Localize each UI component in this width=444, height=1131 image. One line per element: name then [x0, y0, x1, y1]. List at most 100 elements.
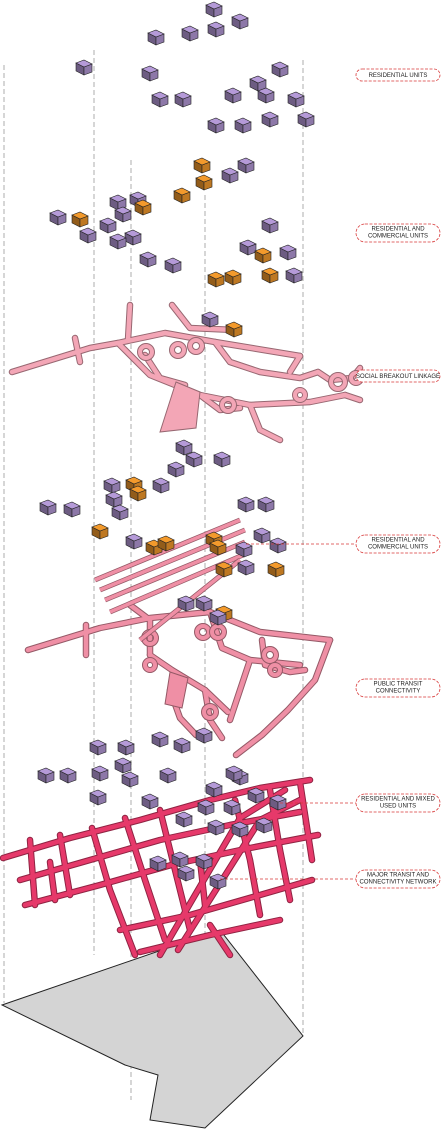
unit-top	[134, 199, 152, 208]
unit-block	[253, 527, 271, 544]
unit-top	[193, 157, 211, 166]
unit-block	[257, 87, 275, 104]
unit-block	[71, 211, 89, 228]
unit-top	[195, 853, 213, 862]
network-plaza	[164, 671, 189, 709]
unit-top	[105, 491, 123, 500]
unit-block	[224, 269, 242, 286]
unit-block	[129, 485, 147, 502]
unit-top	[175, 439, 193, 448]
unit-top	[167, 461, 185, 470]
label-line: CONNECTIVITY	[376, 689, 421, 695]
unit-block	[261, 217, 279, 234]
label-line: USED UNITS	[380, 804, 416, 810]
unit-top	[287, 91, 305, 100]
label-line: COMMERCIAL UNITS	[368, 234, 428, 240]
label-pill	[355, 369, 441, 383]
unit-block	[234, 117, 252, 134]
unit-block	[89, 789, 107, 806]
unit-block	[114, 757, 132, 774]
unit-top	[285, 267, 303, 276]
unit-top	[103, 477, 121, 486]
unit-top	[173, 187, 191, 196]
unit-block	[75, 59, 93, 76]
unit-block	[37, 767, 55, 784]
network-path	[147, 652, 231, 715]
unit-block	[201, 311, 219, 328]
unit-top	[201, 311, 219, 320]
unit-top	[195, 174, 213, 183]
unit-block	[207, 271, 225, 288]
label-pill	[355, 793, 441, 813]
unit-top	[157, 535, 175, 544]
unit-block	[209, 609, 227, 626]
network-loop	[143, 658, 157, 672]
network-path	[125, 302, 133, 343]
unit-top	[205, 781, 223, 790]
social-breakout-linkage-network	[8, 301, 364, 444]
unit-block	[157, 535, 175, 552]
network-path	[297, 779, 315, 863]
network-path	[267, 787, 293, 903]
unit-block	[213, 451, 231, 468]
unit-block	[221, 167, 239, 184]
unit-block	[254, 247, 272, 264]
unit-top	[124, 229, 142, 238]
unit-block	[193, 157, 211, 174]
unit-top	[129, 191, 147, 200]
network-path	[247, 402, 283, 443]
label-line: RESIDENTIAL UNITS	[369, 73, 428, 79]
unit-block	[49, 209, 67, 226]
label-line: SOCIAL BREAKOUT LINKAGE	[356, 374, 440, 380]
unit-block	[167, 461, 185, 478]
unit-top	[171, 851, 189, 860]
network-path	[212, 339, 321, 381]
unit-block	[175, 439, 193, 456]
unit-block	[63, 501, 81, 518]
network-surface	[0, 777, 321, 958]
unit-block	[257, 496, 275, 513]
unit-block	[59, 767, 77, 784]
unit-top	[139, 251, 157, 260]
network-path	[207, 922, 233, 958]
unit-block	[271, 61, 289, 78]
unit-top	[109, 233, 127, 242]
unit-block	[237, 559, 255, 576]
unit-block	[141, 793, 159, 810]
unit-block	[195, 853, 213, 870]
unit-top	[269, 794, 287, 803]
network-loop	[262, 647, 278, 663]
unit-block	[267, 561, 285, 578]
unit-top	[114, 757, 132, 766]
label-pill	[355, 223, 441, 243]
unit-block	[269, 537, 287, 554]
unit-top	[109, 194, 127, 203]
unit-top	[91, 523, 109, 532]
unit-block	[99, 217, 117, 234]
unit-block	[224, 87, 242, 104]
unit-top	[111, 504, 129, 513]
unit-top	[279, 244, 297, 253]
unit-top	[207, 271, 225, 280]
unit-top	[125, 533, 143, 542]
unit-block	[171, 851, 189, 868]
unit-block	[207, 117, 225, 134]
unit-block	[285, 267, 303, 284]
label-line: RESIDENTIAL AND	[371, 227, 425, 233]
unit-block	[195, 595, 213, 612]
unit-top	[195, 595, 213, 604]
unit-block	[177, 865, 195, 882]
label-social-breakout: SOCIAL BREAKOUT LINKAGE	[355, 369, 441, 383]
label-line: MAJOR TRANSIT AND	[367, 873, 430, 879]
label-residential-units: RESIDENTIAL UNITS	[355, 68, 441, 82]
unit-block	[79, 227, 97, 244]
unit-block	[209, 539, 227, 556]
unit-top	[79, 227, 97, 236]
unit-block	[181, 25, 199, 42]
label-line: PUBLIC TRANSIT	[374, 682, 423, 688]
unit-block	[134, 199, 152, 216]
unit-block	[117, 739, 135, 756]
unit-top	[164, 257, 182, 266]
